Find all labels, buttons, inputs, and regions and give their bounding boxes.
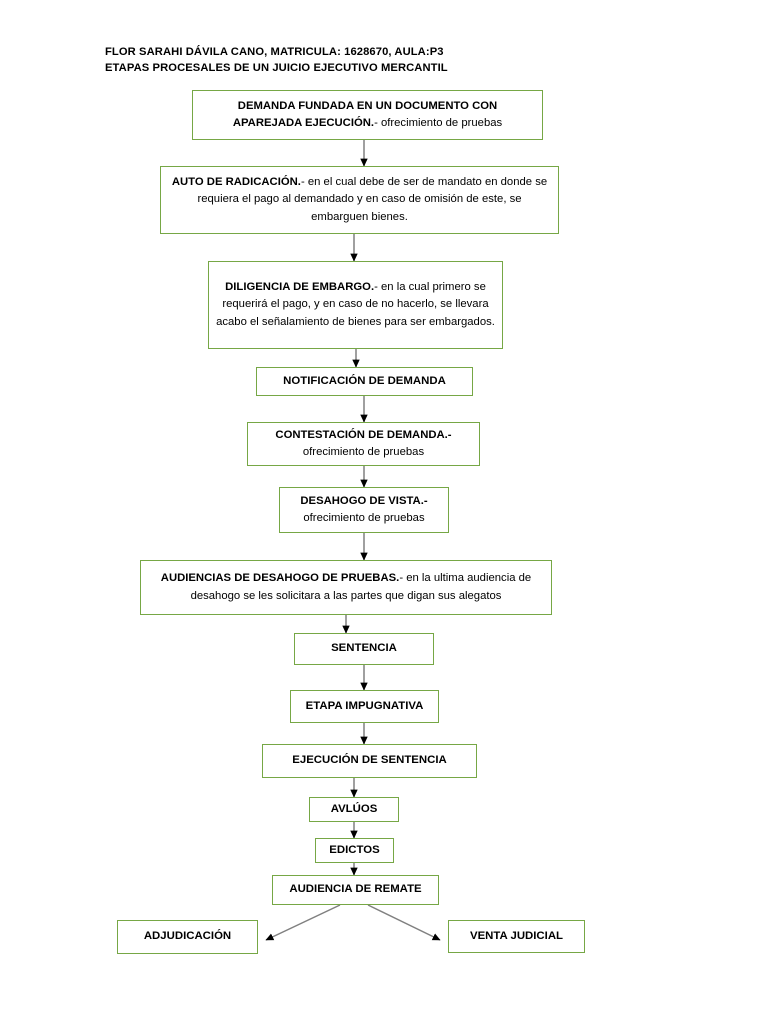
node-adjudicacion[interactable]: ADJUDICACIÓN [117, 920, 258, 954]
node-contestacion-demanda-text: CONTESTACIÓN DE DEMANDA.- ofrecimiento de… [255, 427, 472, 461]
node-notificacion-demanda[interactable]: NOTIFICACIÓN DE DEMANDA [256, 367, 473, 396]
header-line-subject: ETAPAS PROCESALES DE UN JUICIO EJECUTIVO… [105, 62, 448, 75]
node-ejecucion-sentencia[interactable]: EJECUCIÓN DE SENTENCIA [262, 744, 477, 778]
node-etapa-impugnativa-text: ETAPA IMPUGNATIVA [305, 699, 424, 712]
node-etapa-impugnativa[interactable]: ETAPA IMPUGNATIVA [290, 690, 439, 723]
node-contestacion-demanda-bold: CONTESTACIÓN DE DEMANDA.- [275, 428, 452, 441]
node-edictos-text: EDICTOS [329, 843, 380, 856]
node-sentencia-text: SENTENCIA [331, 642, 397, 655]
node-auto-radicacion-text: AUTO DE RADICACIÓN.- en el cual debe de … [168, 174, 551, 225]
header-line-student: FLOR SARAHI DÁVILA CANO, MATRICULA: 1628… [105, 46, 444, 58]
node-audiencias-desahogo-pruebas-text: AUDIENCIAS DE DESAHOGO DE PRUEBAS.- en l… [148, 570, 544, 604]
node-diligencia-embargo[interactable]: DILIGENCIA DE EMBARGO.- en la cual prime… [208, 261, 503, 349]
node-audiencia-remate-text: AUDIENCIA DE REMATE [289, 883, 422, 896]
node-demanda-fundada-line2-regular: - ofrecimiento de pruebas [374, 117, 503, 129]
node-demanda-fundada-line2-bold: APAREJADA EJECUCIÓN. [232, 117, 375, 129]
edge-n13-n15 [367, 904, 441, 941]
node-notificacion-demanda-text: NOTIFICACIÓN DE DEMANDA [283, 374, 446, 387]
node-demanda-fundada-line1: DEMANDA FUNDADA EN UN DOCUMENTO CON [237, 99, 498, 112]
node-diligencia-embargo-bold: DILIGENCIA DE EMBARGO. [225, 281, 375, 294]
node-diligencia-embargo-regular: - en la cual primero se requerirá el pag… [216, 281, 495, 328]
node-adjudicacion-text: ADJUDICACIÓN [143, 930, 232, 943]
page-title: FLOR SARAHI DÁVILA CANO, MATRICULA: 1628… [105, 44, 448, 76]
node-auto-radicacion-bold: AUTO DE RADICACIÓN. [171, 176, 301, 189]
node-contestacion-demanda-regular: ofrecimiento de pruebas [302, 446, 425, 458]
node-ejecucion-sentencia-text: EJECUCIÓN DE SENTENCIA [292, 754, 447, 767]
node-audiencias-desahogo-pruebas-regular: - en la ultima audiencia de desahogo se … [190, 572, 532, 602]
node-desahogo-vista[interactable]: DESAHOGO DE VISTA.- ofrecimiento de prueb… [279, 487, 449, 533]
node-avluos-text: AVLÚOS [330, 802, 378, 815]
node-audiencia-remate[interactable]: AUDIENCIA DE REMATE [272, 875, 439, 905]
node-demanda-fundada[interactable]: DEMANDA FUNDADA EN UN DOCUMENTO CON APAR… [192, 90, 543, 140]
node-auto-radicacion[interactable]: AUTO DE RADICACIÓN.- en el cual debe de … [160, 166, 559, 234]
node-auto-radicacion-regular: - en el cual debe de ser de mandato en d… [197, 176, 548, 223]
edge-n13-n14 [265, 904, 341, 941]
node-demanda-fundada-text: DEMANDA FUNDADA EN UN DOCUMENTO CON APAR… [200, 98, 535, 132]
node-venta-judicial[interactable]: VENTA JUDICIAL [448, 920, 585, 953]
node-desahogo-vista-bold: DESAHOGO DE VISTA.- [300, 494, 428, 507]
node-sentencia[interactable]: SENTENCIA [294, 633, 434, 665]
node-audiencias-desahogo-pruebas-bold: AUDIENCIAS DE DESAHOGO DE PRUEBAS. [160, 572, 400, 585]
node-desahogo-vista-text: DESAHOGO DE VISTA.- ofrecimiento de prueb… [287, 493, 441, 527]
node-venta-judicial-text: VENTA JUDICIAL [469, 929, 564, 942]
node-edictos[interactable]: EDICTOS [315, 838, 394, 863]
node-audiencias-desahogo-pruebas[interactable]: AUDIENCIAS DE DESAHOGO DE PRUEBAS.- en l… [140, 560, 552, 615]
node-diligencia-embargo-text: DILIGENCIA DE EMBARGO.- en la cual prime… [216, 279, 495, 330]
node-avluos[interactable]: AVLÚOS [309, 797, 399, 822]
node-desahogo-vista-regular: ofrecimiento de pruebas [303, 512, 425, 524]
node-contestacion-demanda[interactable]: CONTESTACIÓN DE DEMANDA.- ofrecimiento de… [247, 422, 480, 466]
